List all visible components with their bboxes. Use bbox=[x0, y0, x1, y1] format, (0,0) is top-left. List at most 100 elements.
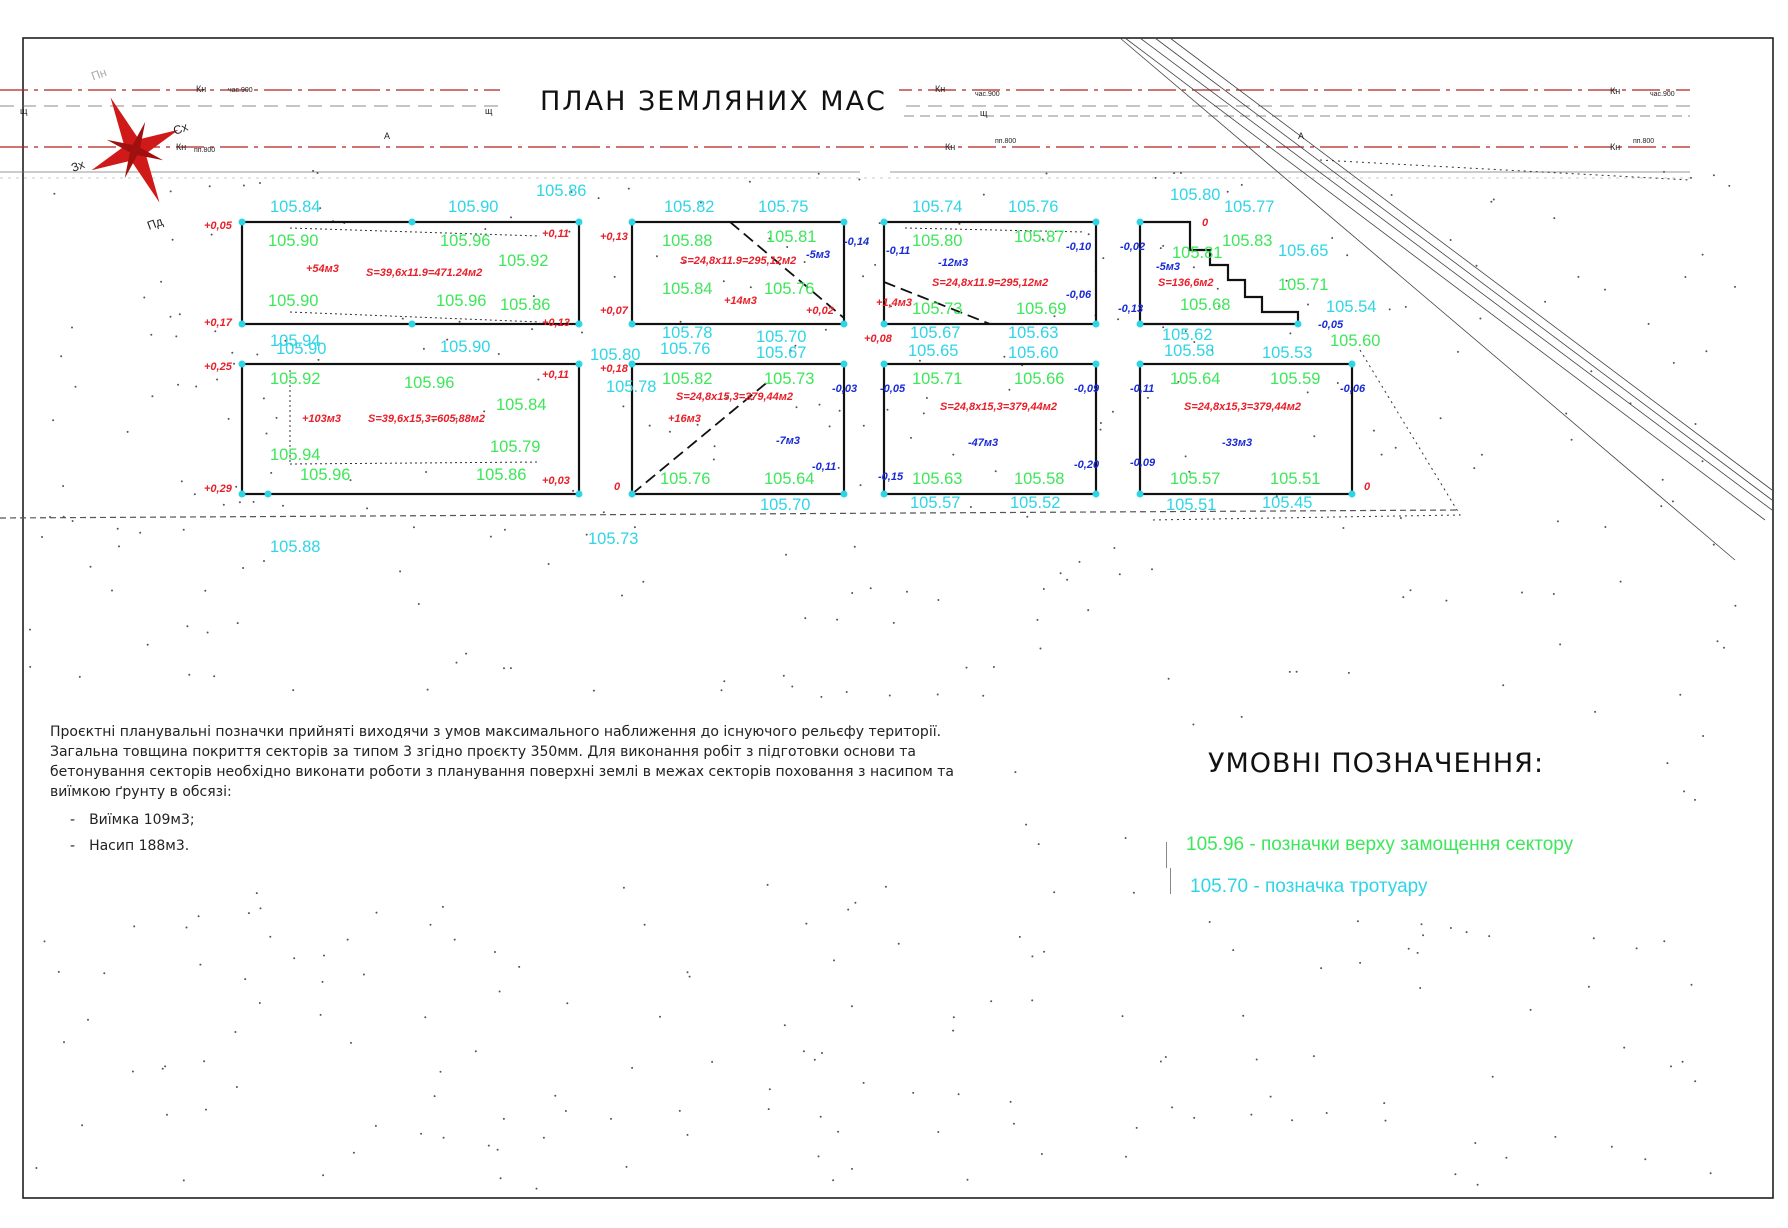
pavement-elevation: 105.73 bbox=[588, 530, 638, 548]
survey-dot bbox=[688, 975, 691, 978]
design-elevation: 105.51 bbox=[1270, 470, 1320, 488]
survey-dot bbox=[965, 666, 968, 669]
survey-dot bbox=[1037, 843, 1040, 846]
survey-dot bbox=[1474, 1142, 1477, 1144]
road-label-kn: Кн bbox=[1610, 142, 1620, 152]
survey-dot bbox=[1269, 1095, 1272, 1098]
survey-dot bbox=[321, 980, 324, 983]
pavement-elevation: 105.76 bbox=[660, 340, 710, 358]
design-elevation: 105.71 bbox=[912, 370, 962, 388]
survey-dot bbox=[433, 1095, 436, 1098]
road-label-sch: щ bbox=[485, 106, 493, 116]
survey-dot bbox=[362, 973, 365, 976]
design-elevation: 105.64 bbox=[1170, 370, 1220, 388]
working-mark: +0,05 bbox=[204, 220, 233, 232]
survey-dot bbox=[1307, 303, 1309, 306]
design-elevation: 105.87 bbox=[1014, 228, 1064, 246]
corner-marker bbox=[575, 320, 583, 328]
working-mark: -0,09 bbox=[1074, 383, 1100, 395]
survey-dot bbox=[750, 398, 753, 401]
survey-dot bbox=[1336, 382, 1339, 384]
survey-dot bbox=[711, 1060, 714, 1063]
survey-dot bbox=[768, 1088, 771, 1091]
design-elevation: 105.88 bbox=[662, 232, 712, 250]
survey-dot bbox=[1154, 176, 1157, 179]
corner-marker bbox=[840, 218, 848, 226]
corner-marker bbox=[264, 490, 272, 498]
survey-dot bbox=[643, 923, 646, 926]
corner-marker bbox=[1348, 360, 1356, 368]
note-item-cut: Виїмка 109м3; bbox=[70, 810, 1010, 830]
survey-dot bbox=[182, 528, 185, 531]
survey-dot bbox=[171, 238, 174, 241]
design-elevation: 105.60 bbox=[1330, 332, 1380, 350]
survey-dot bbox=[1380, 453, 1383, 456]
survey-dot bbox=[1218, 305, 1221, 308]
pavement-elevation: 105.51 bbox=[1166, 496, 1216, 514]
working-mark: -0,10 bbox=[1066, 241, 1092, 253]
survey-dot bbox=[1372, 429, 1375, 432]
survey-dot bbox=[259, 182, 261, 184]
design-elevation: 105.86 bbox=[476, 466, 526, 484]
survey-dot bbox=[497, 353, 500, 355]
working-mark: -0,20 bbox=[1074, 459, 1100, 471]
survey-dot bbox=[1679, 693, 1682, 696]
survey-dot bbox=[1313, 435, 1316, 438]
survey-dot bbox=[1521, 591, 1523, 594]
corner-marker bbox=[628, 360, 636, 368]
survey-dot bbox=[103, 972, 106, 975]
design-elevation: 105.76 bbox=[660, 470, 710, 488]
road-label-kn: Кн bbox=[176, 142, 186, 152]
survey-dot bbox=[1159, 247, 1162, 250]
survey-dot bbox=[824, 328, 827, 331]
survey-dot bbox=[185, 926, 188, 929]
survey-dot bbox=[57, 970, 60, 973]
survey-dot bbox=[892, 621, 895, 624]
survey-dot bbox=[49, 516, 51, 518]
survey-dot bbox=[441, 905, 444, 908]
page-title: ПЛАН ЗЕМЛЯНИХ МАС bbox=[528, 86, 899, 117]
survey-dot bbox=[282, 504, 284, 507]
survey-dot bbox=[195, 385, 198, 388]
survey-dot bbox=[1162, 326, 1165, 329]
pavement-elevation: 105.70 bbox=[756, 328, 806, 346]
pavement-elevation: 105.82 bbox=[664, 198, 714, 216]
design-elevation: 105.73 bbox=[912, 300, 962, 318]
corner-marker bbox=[628, 320, 636, 328]
sector-volume: -47м3 bbox=[968, 437, 998, 449]
survey-dot bbox=[74, 385, 77, 388]
survey-dot bbox=[713, 445, 716, 448]
corner-marker bbox=[408, 320, 416, 328]
survey-dot bbox=[1320, 967, 1323, 970]
compass-east: Сх bbox=[171, 120, 190, 138]
pavement-elevation: 105.90 bbox=[440, 338, 490, 356]
survey-dot bbox=[862, 424, 865, 427]
survey-dot bbox=[952, 1029, 955, 1032]
survey-dot bbox=[175, 335, 178, 338]
survey-dot bbox=[833, 959, 835, 962]
survey-dot bbox=[319, 1013, 322, 1016]
survey-dot bbox=[627, 187, 630, 190]
corner-marker bbox=[238, 360, 246, 368]
design-elevation: 105.83 bbox=[1222, 232, 1272, 250]
design-elevation: 105.90 bbox=[268, 292, 318, 310]
survey-dot bbox=[890, 305, 892, 308]
survey-dot bbox=[1192, 266, 1195, 269]
survey-dot bbox=[111, 589, 113, 592]
survey-dot bbox=[547, 563, 550, 565]
survey-dot bbox=[1295, 670, 1298, 673]
survey-dot bbox=[1171, 1106, 1174, 1109]
survey-dot bbox=[874, 263, 877, 266]
survey-dot bbox=[1694, 798, 1696, 801]
survey-dot bbox=[483, 410, 486, 413]
working-mark: 0 bbox=[1364, 481, 1371, 493]
survey-dot bbox=[786, 246, 789, 248]
survey-dot bbox=[1701, 460, 1704, 463]
survey-dot bbox=[1705, 350, 1708, 353]
road-label-chas900: час.900 bbox=[228, 87, 253, 94]
survey-dot bbox=[474, 1050, 477, 1053]
survey-dot bbox=[399, 570, 402, 573]
survey-dot bbox=[918, 359, 921, 362]
survey-dot bbox=[374, 1124, 377, 1127]
pavement-elevation: 105.77 bbox=[1224, 198, 1274, 216]
